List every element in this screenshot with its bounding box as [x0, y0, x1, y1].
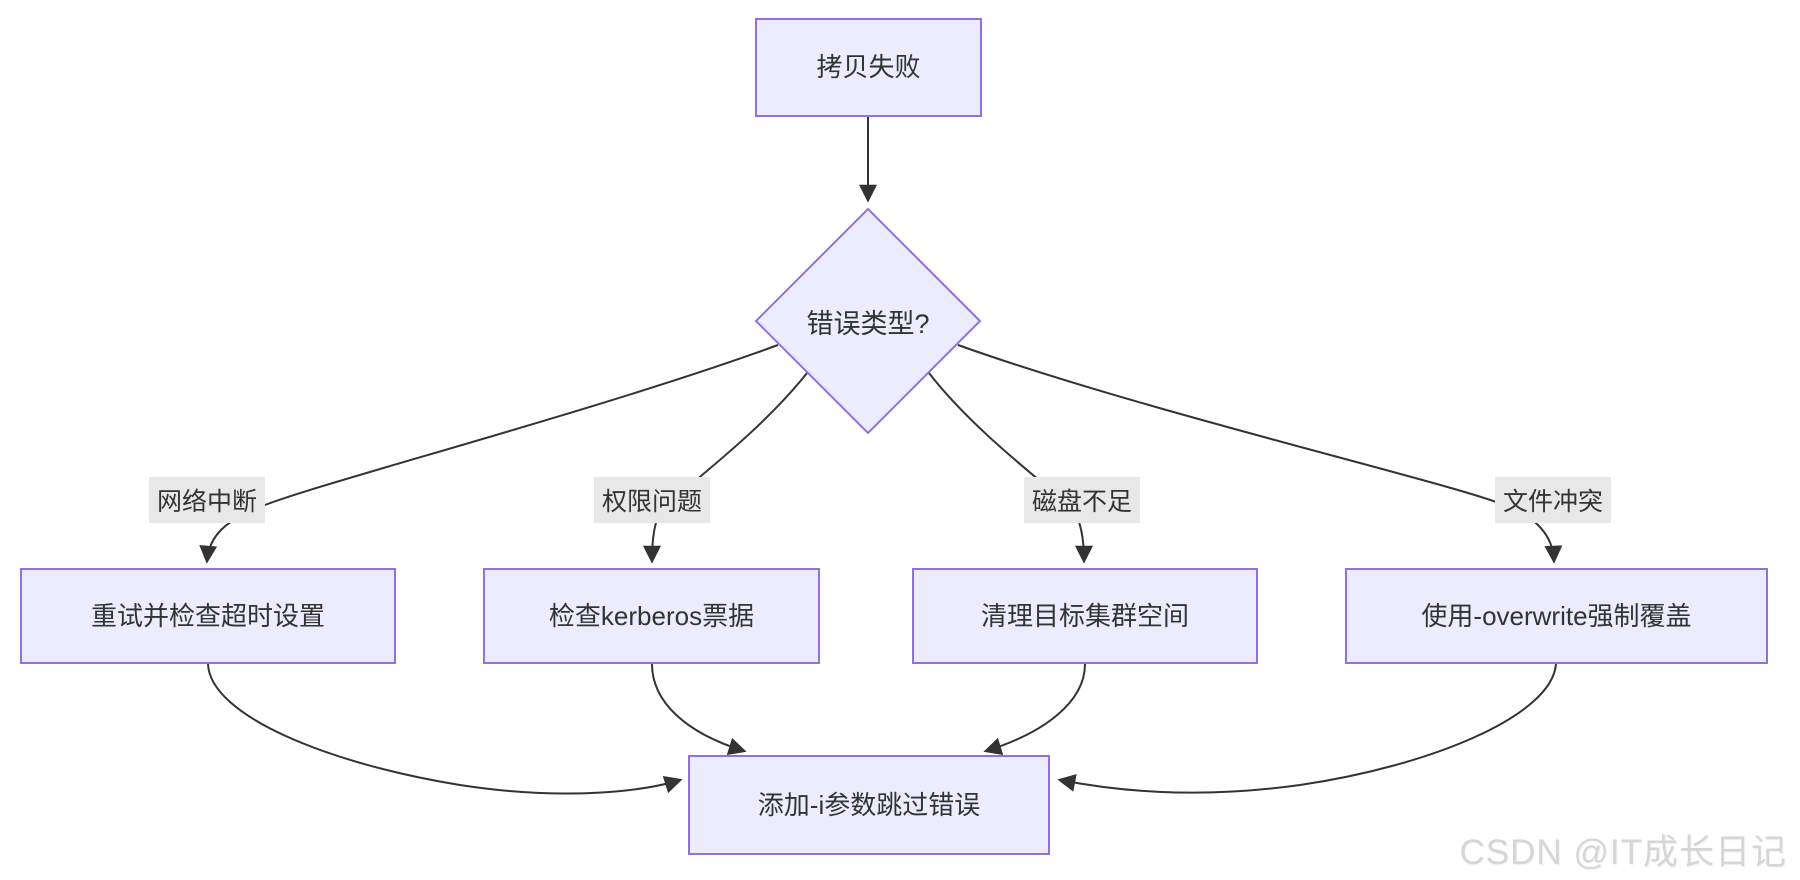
edge-label-permission-problem: 权限问题	[593, 477, 711, 523]
edge-decision-to-disk	[928, 372, 1093, 564]
node-error-type-decision: 错误类型?	[806, 308, 930, 339]
decision-diamond-shape	[754, 207, 982, 435]
edge-decision-to-permission	[643, 372, 808, 564]
node-use-overwrite-force: 使用-overwrite强制覆盖	[1345, 568, 1768, 664]
node-copy-failed: 拷贝失败	[755, 18, 982, 117]
edge-label-disk-insufficient: 磁盘不足	[1023, 477, 1141, 523]
node-clean-target-cluster-space: 清理目标集群空间	[912, 568, 1258, 664]
edge-conflict-to-skip	[1057, 663, 1557, 794]
edge-label-file-conflict: 文件冲突	[1494, 477, 1612, 523]
edge-network-to-skip	[207, 663, 683, 795]
edge-permission-to-skip	[651, 663, 747, 756]
node-check-kerberos-ticket: 检查kerberos票据	[483, 568, 820, 664]
edge-decision-to-network	[199, 344, 779, 564]
node-retry-check-timeout: 重试并检查超时设置	[20, 568, 396, 664]
edge-disk-to-skip	[983, 663, 1086, 756]
edge-decision-to-conflict	[957, 344, 1563, 564]
node-add-i-skip-errors: 添加-i参数跳过错误	[688, 755, 1050, 855]
csdn-watermark: CSDN @IT成长日记	[1459, 833, 1787, 872]
edge-label-network-interruption: 网络中断	[148, 477, 266, 523]
